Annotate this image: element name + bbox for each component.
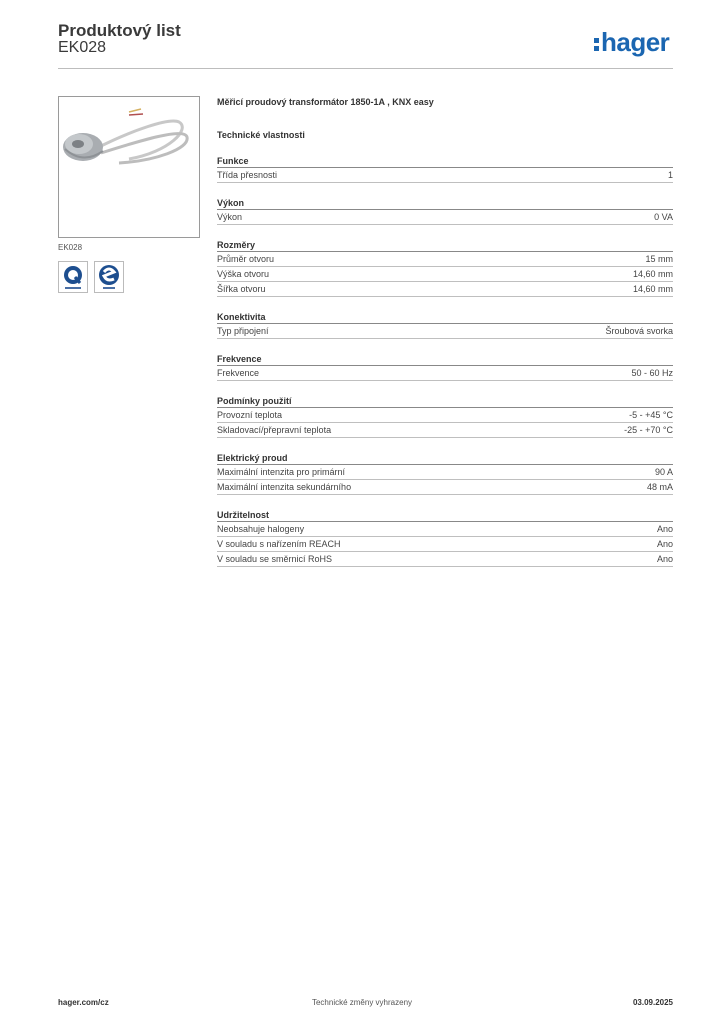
group-title: Elektrický proud [217,452,673,465]
footer-note: Technické změny vyhrazeny [311,998,413,1007]
spec-label: Výška otvoru [217,269,270,279]
group-title: Udržitelnost [217,509,673,522]
spec-value: 0 VA [654,212,673,222]
spec-row: Šířka otvoru 14,60 mm [217,282,673,297]
spec-row: Třída přesnosti 1 [217,168,673,183]
spec-group-electric-current: Elektrický proud Maximální intenzita pro… [217,452,673,495]
spec-label: Výkon [217,212,243,222]
spec-row: Výška otvoru 14,60 mm [217,267,673,282]
spec-group-connectivity: Konektivita Typ připojení Šroubová svorka [217,311,673,339]
spec-label: Typ připojení [217,326,269,336]
group-title: Frekvence [217,353,673,366]
spec-label: Frekvence [217,368,260,378]
spec-row: V souladu s nařízením REACH Ano [217,537,673,552]
spec-group-operating-conditions: Podmínky použití Provozní teplota -5 - +4… [217,395,673,438]
spec-label: Neobsahuje halogeny [217,524,305,534]
spec-row: V souladu se směrnicí RoHS Ano [217,552,673,567]
product-title: Měřicí proudový transformátor 1850-1A , … [217,97,434,107]
spec-label: Průměr otvoru [217,254,275,264]
spec-group-power: Výkon Výkon 0 VA [217,197,673,225]
group-title: Konektivita [217,311,673,324]
spec-value: Ano [656,554,673,564]
image-caption: EK028 [58,243,83,252]
current-transformer-illustration [63,108,189,165]
spec-row: Skladovací/přepravní teplota -25 - +70 °C [217,423,673,438]
group-title: Funkce [217,155,673,168]
spec-label: Třída přesnosti [217,170,278,180]
spec-row: Maximální intenzita sekundárního 48 mA [217,480,673,495]
spec-label: Šířka otvoru [217,284,266,294]
spec-row: Výkon 0 VA [217,210,673,225]
environmental-label-icon [94,261,124,293]
footer-website-link[interactable]: hager.com/cz [58,998,109,1007]
spec-value: Ano [656,524,673,534]
spec-row: Průměr otvoru 15 mm [217,252,673,267]
spec-label: Maximální intenzita pro primární [217,467,346,477]
product-code: EK028 [58,39,107,56]
header-divider [58,68,673,69]
spec-value: 14,60 mm [632,284,673,294]
spec-value: -5 - +45 °C [629,410,673,420]
spec-group-function: Funkce Třída přesnosti 1 [217,155,673,183]
page-title: Produktový list [58,21,181,40]
logo-text: hager [601,27,670,57]
footer-date: 03.09.2025 [632,998,673,1007]
logo-colon-icon [594,34,599,54]
spec-row: Typ připojení Šroubová svorka [217,324,673,339]
spec-label: Maximální intenzita sekundárního [217,482,352,492]
spec-value: 50 - 60 Hz [631,368,673,378]
spec-row: Provozní teplota -5 - +45 °C [217,408,673,423]
spec-label: V souladu s nařízením REACH [217,539,341,549]
group-title: Podmínky použití [217,395,673,408]
spec-label: Provozní teplota [217,410,283,420]
spec-label: Skladovací/přepravní teplota [217,425,332,435]
spec-value: 15 mm [645,254,673,264]
spec-row: Neobsahuje halogeny Ano [217,522,673,537]
spec-value: Šroubová svorka [605,326,673,336]
hager-logo[interactable]: hager [594,27,670,57]
spec-value: 1 [667,170,673,180]
group-title: Výkon [217,197,673,210]
spec-row: Maximální intenzita pro primární 90 A [217,465,673,480]
spec-value: 48 mA [646,482,673,492]
spec-label: V souladu se směrnicí RoHS [217,554,333,564]
spec-row: Frekvence 50 - 60 Hz [217,366,673,381]
technical-properties-heading: Technické vlastnosti [217,130,305,140]
spec-group-dimensions: Rozměry Průměr otvoru 15 mm Výška otvoru 1… [217,239,673,297]
spec-value: Ano [656,539,673,549]
quality-certification-icon [58,261,88,293]
spec-value: 14,60 mm [632,269,673,279]
product-image [58,96,200,238]
product-specifications: Měřicí proudový transformátor 1850-1A , … [217,96,673,567]
spec-value: -25 - +70 °C [624,425,673,435]
spec-value: 90 A [654,467,673,477]
group-title: Rozměry [217,239,673,252]
spec-group-frequency: Frekvence Frekvence 50 - 60 Hz [217,353,673,381]
